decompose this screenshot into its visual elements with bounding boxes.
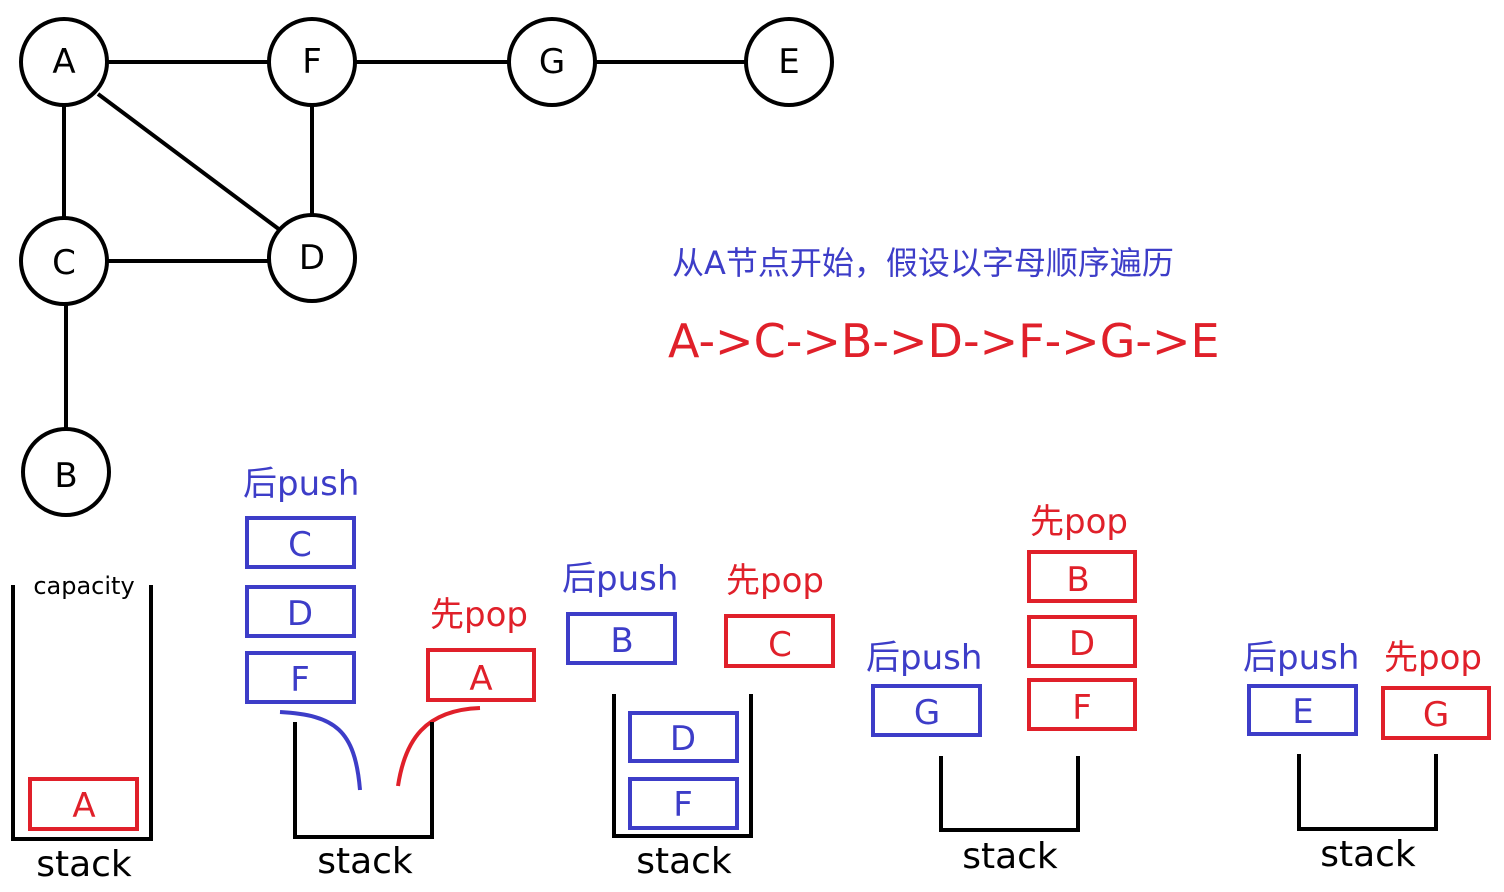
stack-3-pop-label: 先pop [726, 561, 824, 601]
node-a-label: A [52, 42, 75, 82]
traversal-order: A->C->B->D->F->G->E [668, 314, 1220, 368]
stack-4-push-g [871, 684, 982, 737]
stack-3-push-b [566, 612, 677, 665]
stack-4-pop-b-label: B [1066, 560, 1089, 600]
stack-1-item-a [28, 777, 139, 831]
node-e-label: E [778, 42, 799, 82]
stack-4-label: stack [962, 836, 1058, 877]
stack-3-push-label: 后push [562, 559, 678, 599]
node-c-label: C [52, 243, 76, 283]
stack-1-label: stack [36, 844, 132, 885]
node-d-label: D [299, 238, 325, 278]
stack-4: 后push G 先pop B D F stack [866, 502, 1137, 877]
node-g-label: G [539, 42, 565, 82]
stack-5-pop-g [1381, 686, 1491, 740]
stack-2-push-f-label: F [290, 660, 310, 700]
node-a [19, 17, 109, 107]
stack-3-label: stack [636, 841, 732, 882]
stack-2-push-c [245, 516, 356, 569]
stack-5-label: stack [1320, 834, 1416, 875]
stack-2-push-c-label: C [288, 525, 312, 565]
stack-2-push-label: 后push [243, 464, 359, 504]
stack-4-push-g-label: G [914, 693, 940, 733]
stack-3-item-d [628, 711, 739, 763]
graph-nodes [19, 17, 834, 517]
stack-3-push-b-label: B [610, 621, 633, 661]
stack-2: 后push C D F 先pop A stack [243, 464, 536, 882]
stack-4-pop-f [1027, 678, 1137, 731]
stack-2-pop-label: 先pop [430, 595, 528, 635]
graph-node-labels: A F G E C D B [52, 42, 800, 496]
stack-4-push-label: 后push [866, 638, 982, 678]
stack-5: 后push E 先pop G stack [1243, 638, 1491, 875]
stack-2-container [293, 722, 434, 839]
edge-a-d [96, 92, 282, 232]
node-f-label: F [302, 42, 322, 82]
stack-5-push-e-label: E [1292, 692, 1313, 732]
stack-2-push-d-label: D [287, 594, 313, 634]
push-arrow-curve [279, 710, 362, 791]
stack-2-pop-a [426, 648, 536, 702]
capacity-label: capacity [33, 572, 134, 600]
traversal-note: 从A节点开始，假设以字母顺序遍历 [672, 244, 1174, 282]
stack-4-container [939, 756, 1080, 832]
stack-3-pop-c [724, 614, 835, 668]
stack-1-container [11, 585, 153, 841]
stack-5-push-e [1247, 684, 1358, 736]
stack-2-label: stack [317, 841, 413, 882]
pop-arrow-curve [396, 706, 481, 787]
stack-2-pop-a-label: A [469, 659, 492, 699]
stack-5-pop-label: 先pop [1384, 638, 1482, 678]
stack-2-push-f [245, 651, 356, 704]
node-b-label: B [54, 456, 77, 496]
stack-4-pop-b [1027, 550, 1137, 603]
stack-3-pop-c-label: C [768, 625, 792, 665]
stack-3: 后push B 先pop C D F stack [562, 559, 835, 882]
stack-5-push-label: 后push [1243, 638, 1359, 678]
stack-5-container [1297, 754, 1438, 831]
stack-3-item-f-label: F [673, 785, 693, 825]
node-f [267, 17, 357, 107]
node-c [19, 216, 109, 306]
node-d [267, 213, 357, 303]
stack-4-pop-label: 先pop [1030, 502, 1128, 542]
stack-4-pop-d [1027, 615, 1137, 668]
stack-1: capacity A stack [11, 572, 153, 885]
node-g [507, 17, 597, 107]
stack-3-item-d-label: D [670, 719, 696, 759]
stack-3-container [612, 694, 753, 838]
node-b [21, 427, 111, 517]
stack-4-pop-d-label: D [1069, 624, 1095, 664]
stack-3-item-f [628, 777, 739, 830]
stack-5-pop-g-label: G [1423, 695, 1449, 735]
stack-1-item-a-label: A [72, 786, 95, 826]
graph-edges [62, 60, 745, 428]
stack-2-push-d [245, 585, 356, 638]
stack-4-pop-f-label: F [1072, 688, 1092, 728]
node-e [744, 17, 834, 107]
